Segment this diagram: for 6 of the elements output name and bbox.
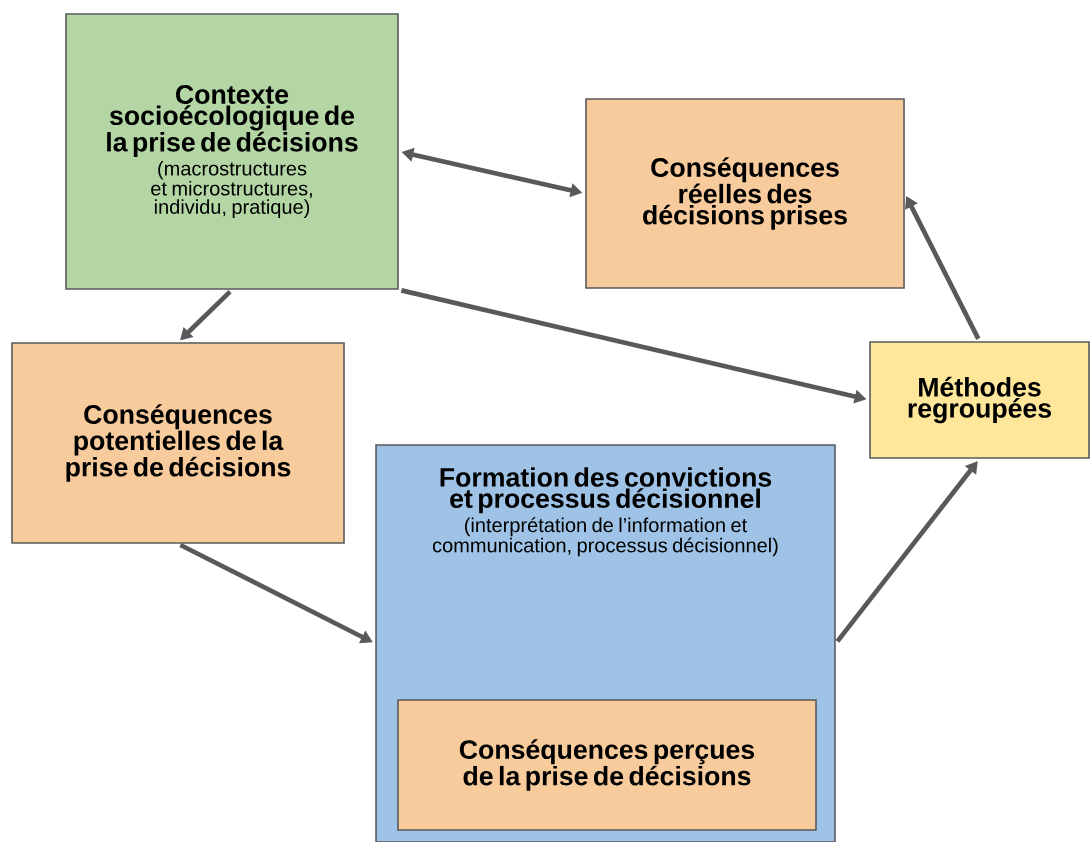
context-box: Contexte socioécologique de la prise de décisions (macrostructures et microstructures, individu, pratique) (65, 13, 399, 290)
process-box: Conséquences perçues de la prise de décisions (397, 699, 817, 831)
process-box: Conséquences potentielles de la prise de décisions (11, 342, 345, 544)
process-box: Conséquences réelles des décisions prises (585, 98, 905, 289)
process-box: Méthodes regroupées (869, 341, 1090, 459)
arrow (835, 461, 978, 643)
